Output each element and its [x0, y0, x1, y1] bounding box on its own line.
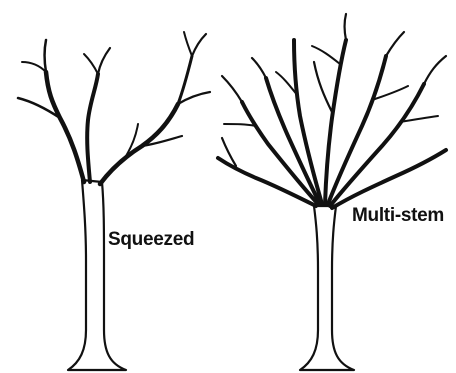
- multi-stem-trunk: [300, 206, 354, 370]
- squeezed-right-top-twig: [192, 34, 206, 56]
- squeezed-center-twig-a: [98, 48, 110, 74]
- squeezed-right-top-twig-2: [184, 32, 192, 56]
- squeezed-left-twig: [45, 40, 47, 72]
- multi-stem-center-twig-c: [312, 46, 340, 64]
- multi-stem-left-2-twig: [222, 76, 242, 102]
- multi-stem-center-right-twig: [386, 32, 404, 56]
- multi-stem-center-twig-b: [345, 14, 347, 40]
- squeezed-left-small-twig: [22, 62, 46, 72]
- multi-stem-center: [325, 40, 346, 204]
- squeezed-center-twig-b: [84, 54, 98, 74]
- squeezed-right-leader: [100, 104, 178, 184]
- squeezed-tree: [18, 32, 210, 370]
- multi-stem-right-2: [330, 84, 424, 206]
- multi-stem-label: Multi-stem: [352, 205, 444, 227]
- squeezed-center-leader: [87, 74, 98, 182]
- squeezed-left-leader: [46, 72, 84, 182]
- multi-stem-right-2-twig: [424, 56, 446, 84]
- multi-stem-tree: [218, 14, 446, 370]
- squeezed-label: Squeezed: [108, 229, 194, 251]
- squeezed-trunk: [68, 180, 126, 370]
- multi-stem-left-2-twig-b: [224, 124, 256, 126]
- multi-stem-left-3-twig: [252, 58, 266, 78]
- multi-stem-center-twig-a: [314, 62, 332, 112]
